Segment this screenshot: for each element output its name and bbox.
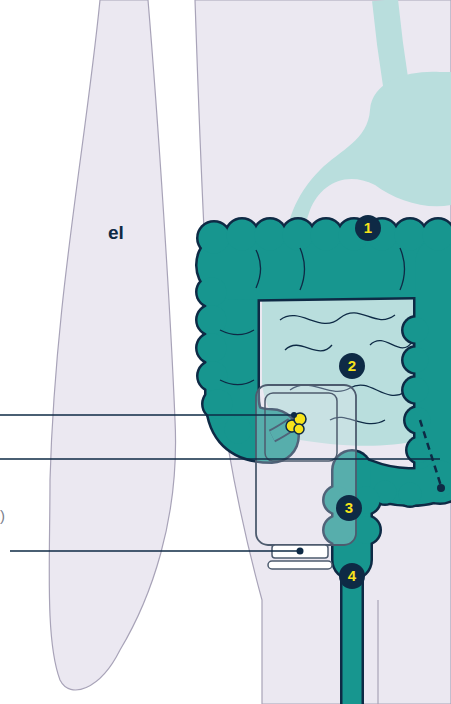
colon-fill — [232, 262, 451, 704]
bag-window — [265, 393, 337, 461]
colon-fold — [220, 330, 254, 335]
haustrum — [198, 334, 227, 363]
leader-line — [0, 458, 440, 460]
leader-dot — [437, 484, 445, 492]
callout-badge — [355, 215, 381, 241]
haustrum — [204, 390, 233, 419]
haustrum — [255, 220, 286, 251]
callout-badges — [336, 215, 381, 589]
haustrum — [198, 278, 227, 307]
callout-number: 1 — [355, 215, 381, 241]
haustrum — [227, 220, 258, 251]
colon-folds — [220, 248, 405, 385]
callout-number: 3 — [336, 495, 362, 521]
haustrum — [423, 220, 451, 251]
torso-outline — [195, 0, 451, 704]
haustrum — [311, 220, 342, 251]
intestine-loop — [370, 341, 412, 348]
haustrum — [404, 378, 429, 403]
stoma-bag — [256, 385, 356, 545]
bag-clip — [268, 561, 332, 569]
text-fragment: ) — [0, 506, 10, 526]
callout-number: 2 — [339, 353, 365, 379]
haustrum — [399, 483, 422, 506]
colon-fold — [220, 380, 254, 385]
leader-dot — [291, 412, 297, 418]
haustrum — [395, 220, 426, 251]
arm-outline — [49, 0, 175, 690]
colon-outline — [232, 262, 451, 704]
haustrum — [199, 362, 228, 391]
colon-fold — [400, 248, 405, 290]
intestine-loop — [280, 313, 395, 324]
colon-fold — [256, 250, 261, 288]
colon-fold — [300, 248, 305, 290]
haustrum — [199, 223, 230, 254]
haustrum — [404, 318, 429, 343]
haustrum — [225, 417, 252, 444]
colon-outline — [340, 560, 364, 704]
leader-dot — [297, 548, 304, 555]
leg-outline — [377, 600, 378, 704]
oesophagus — [385, 0, 396, 85]
title-fragment: el — [108, 221, 148, 245]
haustrum — [283, 220, 314, 251]
haustrum — [198, 306, 227, 335]
cut-line — [420, 420, 441, 486]
callout-badge — [336, 495, 362, 521]
haustrum — [406, 408, 431, 433]
leader-line — [0, 414, 294, 416]
stoma — [286, 413, 306, 434]
callout-badge — [339, 353, 365, 379]
leader-line — [10, 550, 300, 552]
callout-badge — [339, 563, 365, 589]
haustrum — [404, 348, 429, 373]
stoma-part — [294, 424, 304, 434]
intestine-loop — [285, 345, 332, 351]
callout-number: 4 — [339, 563, 365, 589]
